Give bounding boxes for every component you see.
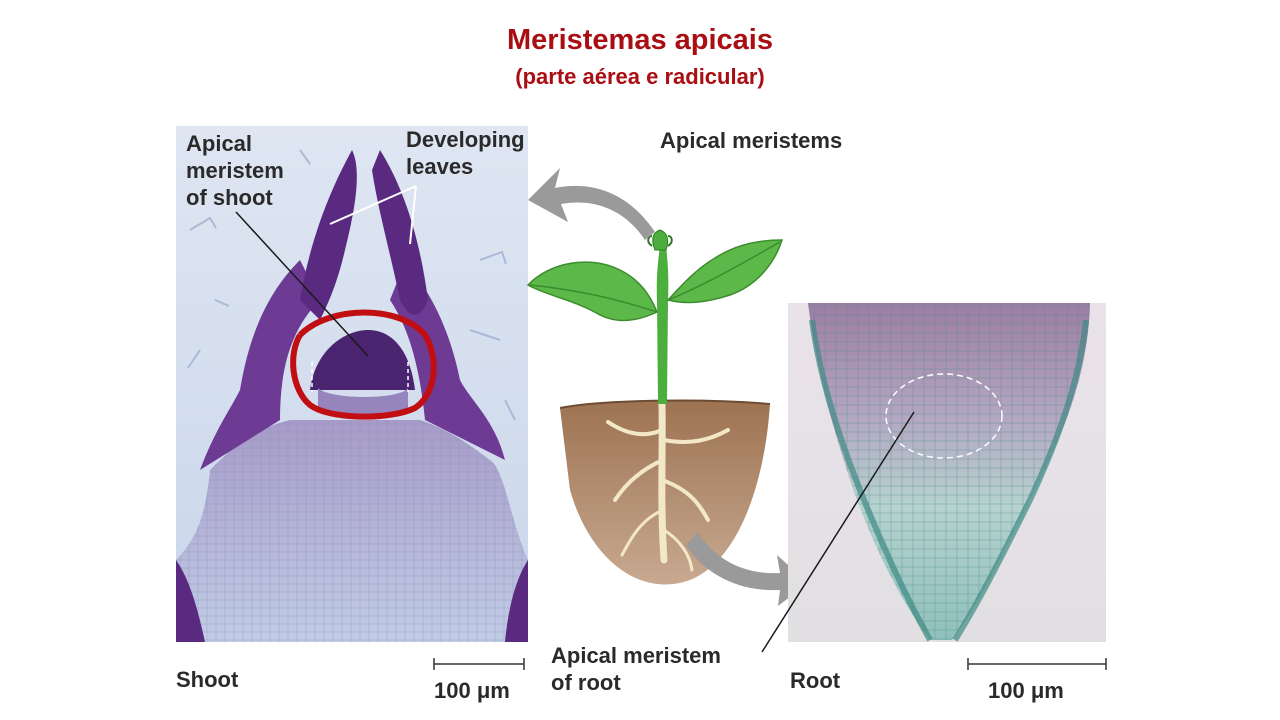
label-developing-leaves: Developing leaves: [406, 127, 525, 179]
root-meristem-outline: [885, 373, 1003, 459]
root-meristem-pointer: [761, 411, 915, 653]
label-apical-meristems: Apical meristems: [660, 128, 843, 153]
annotation-circle: [290, 309, 437, 420]
plant-illustration: [526, 229, 784, 585]
stem: [656, 246, 669, 404]
scale-bar-root: [967, 658, 1107, 670]
shoot-meristem-pointer: [235, 211, 369, 357]
left-leaf: [526, 261, 658, 322]
scale-bar-shoot: [433, 658, 525, 670]
page-title: Meristemas apicais: [507, 24, 773, 56]
label-root: Root: [790, 668, 841, 693]
arrow-to-shoot: [528, 168, 655, 240]
label-shoot: Shoot: [176, 667, 239, 692]
label-apical-meristem-shoot: Apical meristem of shoot: [186, 131, 284, 210]
root-micrograph: [761, 303, 1106, 653]
page-subtitle: (parte aérea e radicular): [515, 64, 765, 89]
shoot-micrograph: [176, 126, 528, 642]
label-scale-shoot: 100 μm: [434, 678, 510, 703]
label-apical-meristem-root: Apical meristem of root: [551, 643, 721, 695]
arrow-to-root: [686, 532, 808, 606]
roots: [606, 400, 730, 572]
label-scale-root: 100 μm: [988, 678, 1064, 703]
